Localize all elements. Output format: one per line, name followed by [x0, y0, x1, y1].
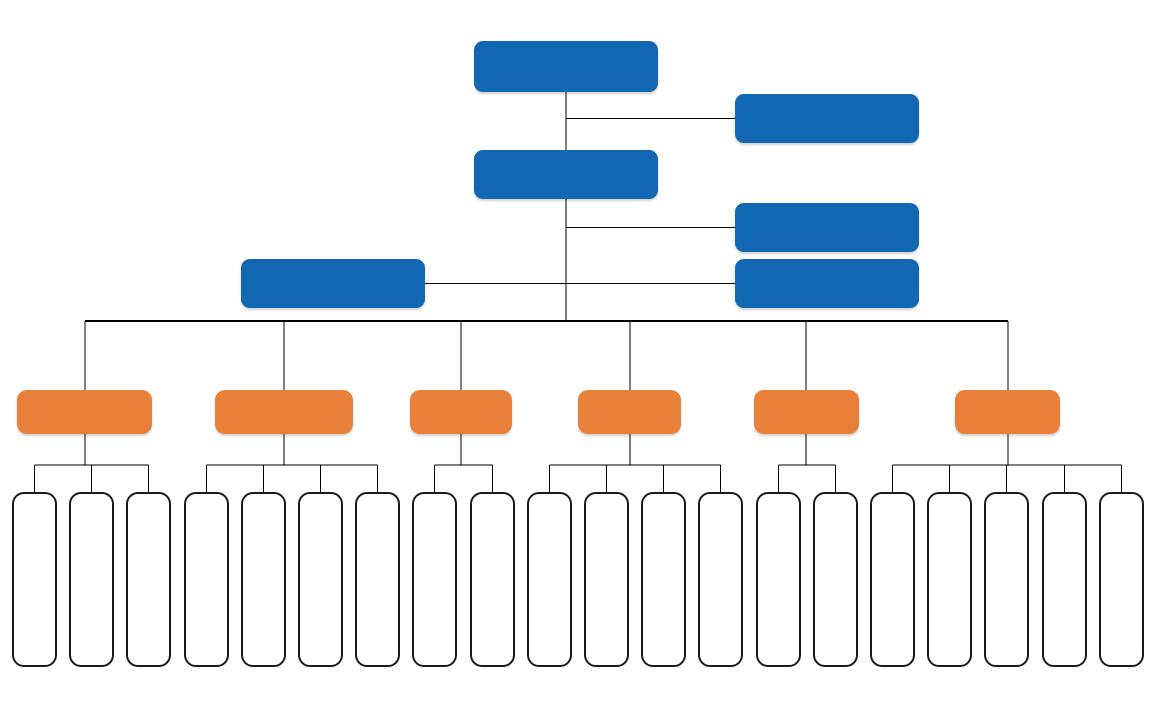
exec-box-gm[interactable] [474, 150, 658, 199]
exec-box-supervisors[interactable] [735, 94, 919, 143]
position-box-professional-engineer[interactable] [527, 492, 572, 667]
position-box-road-maintenance[interactable] [69, 492, 114, 667]
position-box-accounting[interactable] [412, 492, 457, 667]
exec-box-gm-assistant[interactable] [241, 259, 425, 308]
position-box-general-management-eng[interactable] [584, 492, 629, 667]
department-box-project[interactable] [955, 390, 1060, 434]
exec-box-board[interactable] [474, 41, 658, 92]
position-box-equipment-management[interactable] [698, 492, 743, 667]
department-box-engineering[interactable] [578, 390, 681, 434]
department-box-vehicle[interactable] [17, 390, 152, 434]
position-box-recruit-training[interactable] [298, 492, 343, 667]
position-box-cleaning-sanitation[interactable] [984, 492, 1029, 667]
position-box-quality-inspection[interactable] [1099, 492, 1144, 667]
position-box-safety[interactable] [1042, 492, 1087, 667]
position-box-safety-quality[interactable] [641, 492, 686, 667]
position-box-market-department[interactable] [813, 492, 858, 667]
department-box-admin-hr[interactable] [215, 390, 353, 434]
department-box-operations[interactable] [754, 390, 859, 434]
position-box-general-management-ops[interactable] [756, 492, 801, 667]
position-box-archive-management[interactable] [184, 492, 229, 667]
position-box-digitalization[interactable] [870, 492, 915, 667]
position-box-cashier[interactable] [470, 492, 515, 667]
exec-box-exec-deputy-gm[interactable] [735, 203, 919, 252]
department-box-finance[interactable] [410, 390, 512, 434]
position-box-waste-removal[interactable] [12, 492, 57, 667]
position-box-performance-pay[interactable] [355, 492, 400, 667]
position-box-mobile-duty[interactable] [126, 492, 171, 667]
position-box-general-management-proj[interactable] [927, 492, 972, 667]
exec-box-project-deputy-gm[interactable] [735, 259, 919, 308]
position-box-admin-management[interactable] [241, 492, 286, 667]
